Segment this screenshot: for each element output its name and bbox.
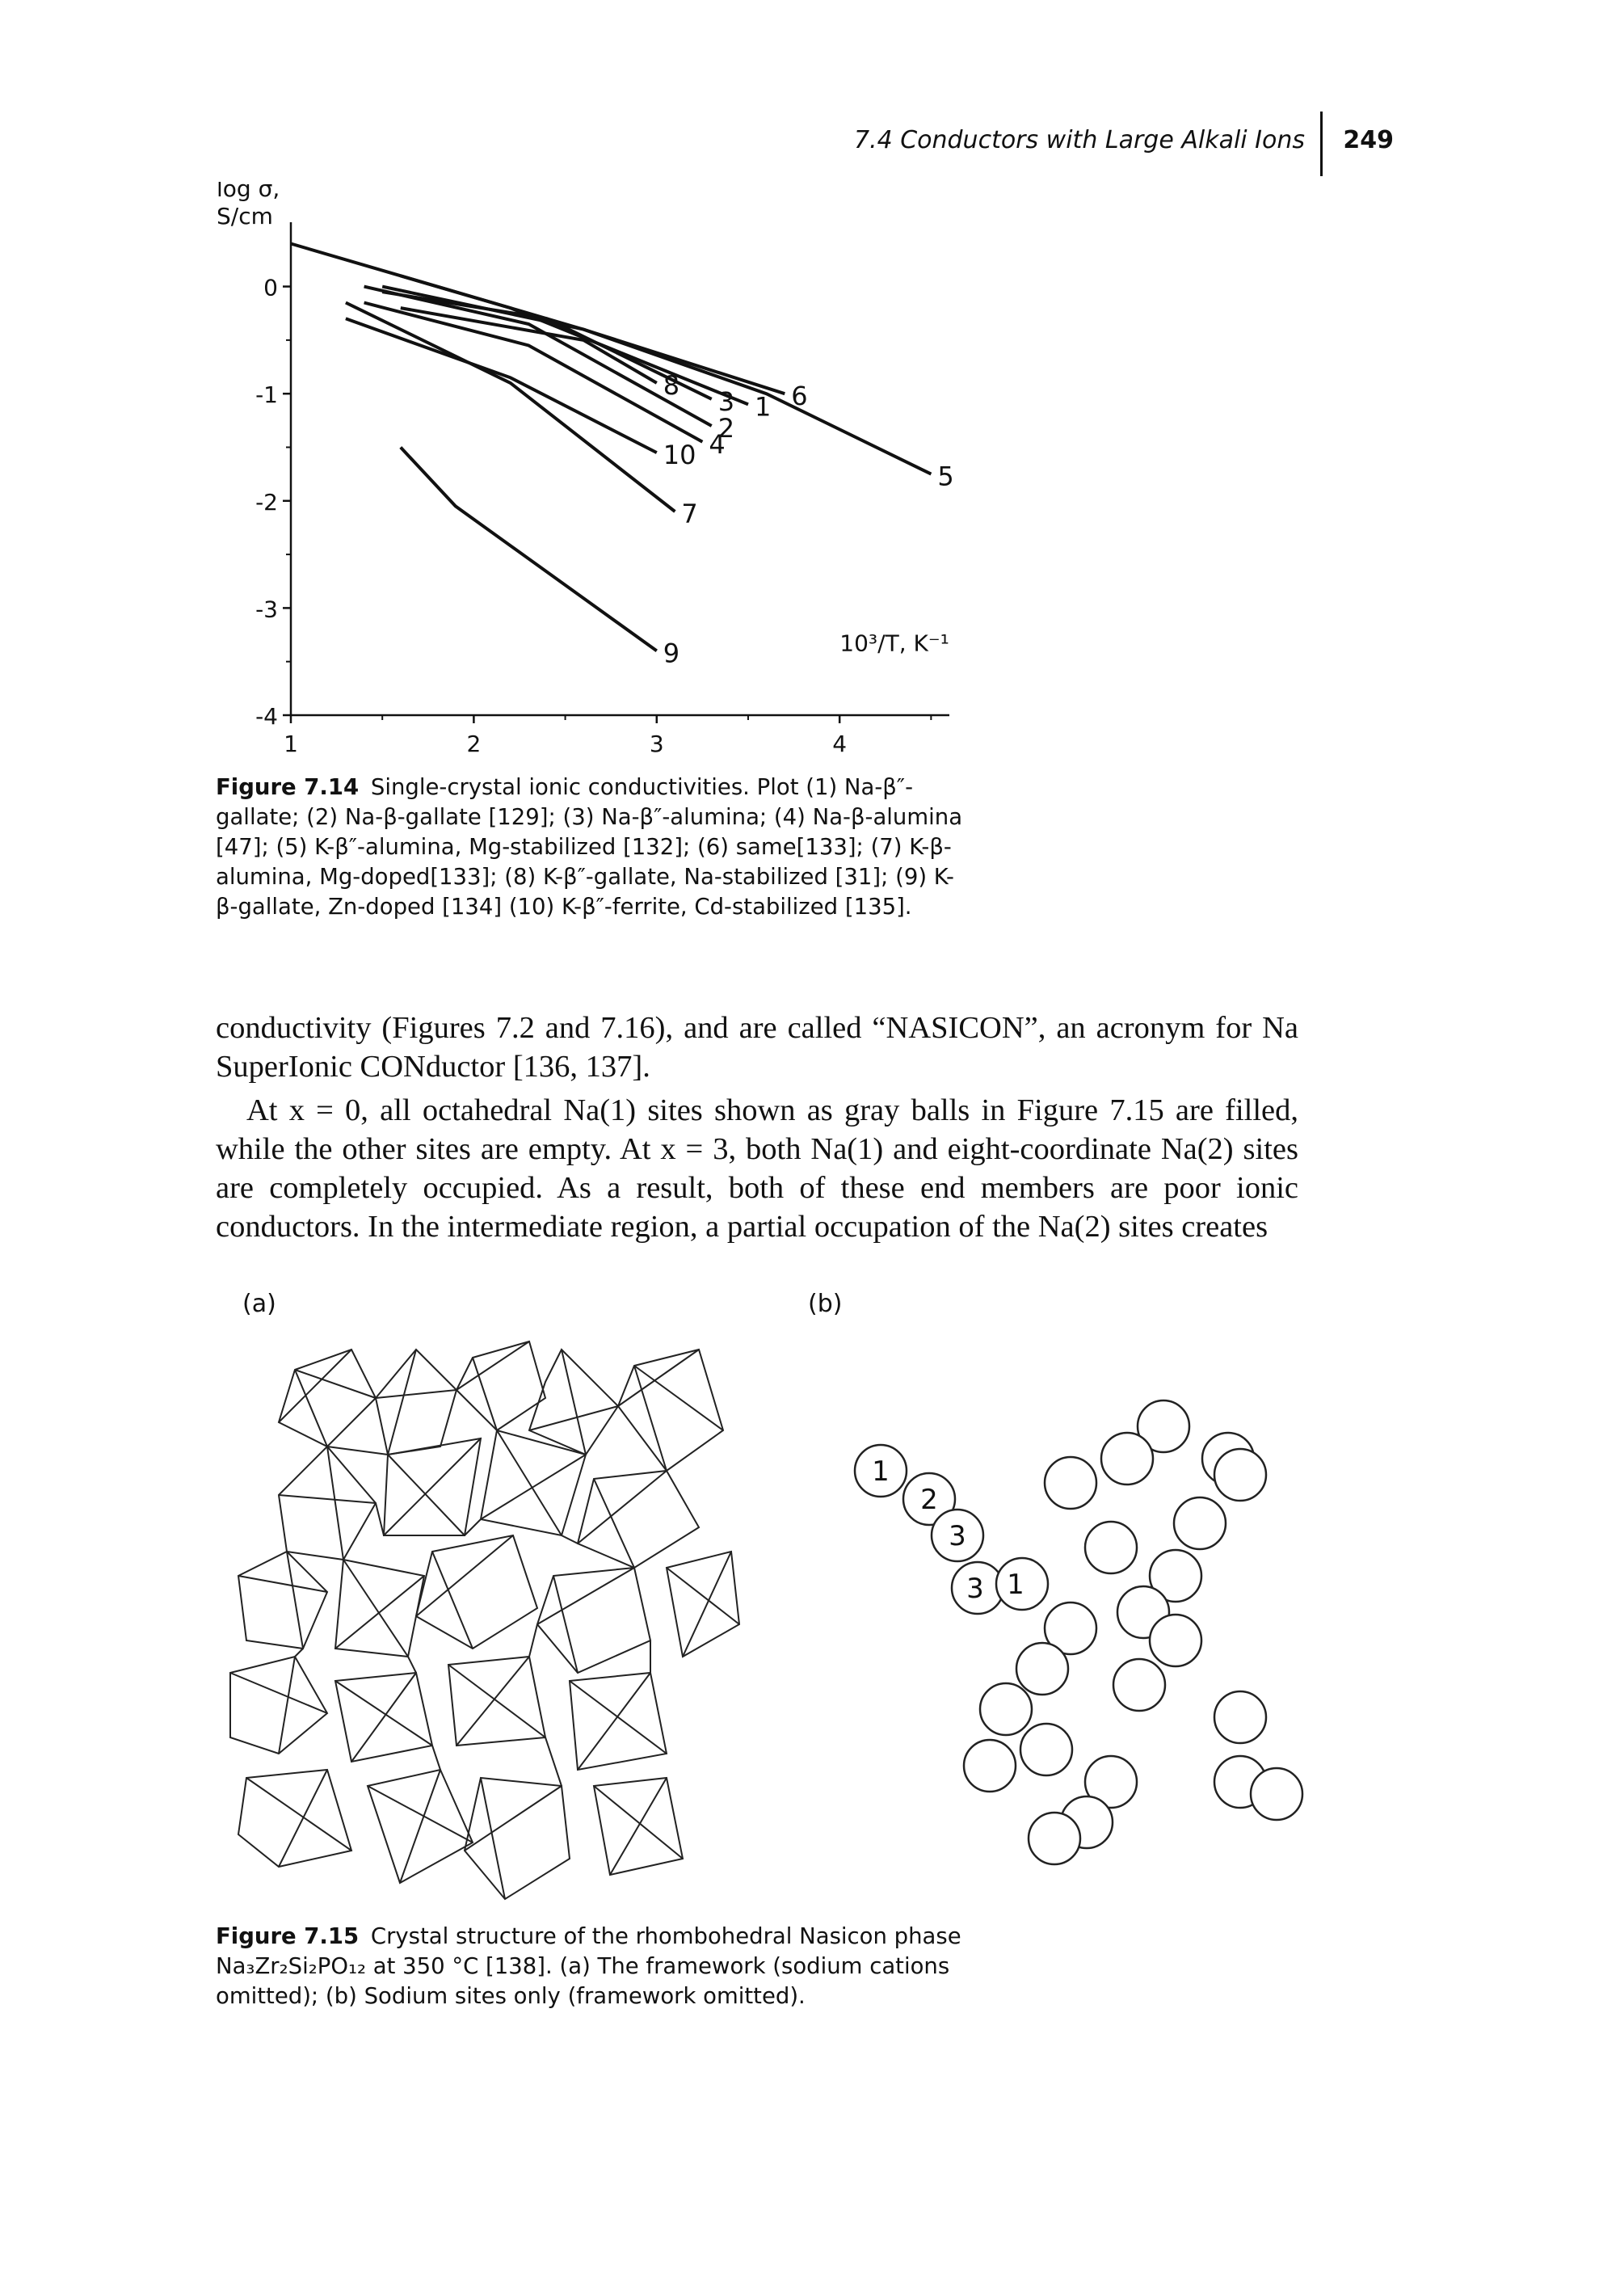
running-header: 7.4 Conductors with Large Alkali Ions 24… bbox=[747, 112, 1394, 176]
x-axis-label: 10³/T, K⁻¹ bbox=[839, 630, 949, 656]
x-tick-label: 4 bbox=[832, 731, 847, 757]
series-label-6: 6 bbox=[791, 381, 807, 411]
series-label-1: 1 bbox=[755, 391, 771, 422]
series-line-8 bbox=[400, 306, 658, 385]
panel-b-label: (b) bbox=[808, 1290, 843, 1318]
series-line-5 bbox=[381, 284, 932, 476]
labelled-site-spheres bbox=[853, 1443, 1050, 1615]
x-tick-label: 1 bbox=[284, 731, 298, 757]
sodium-sites-drawing: 1 2 3 3 1 bbox=[853, 1399, 1304, 1866]
x-tick-label: 3 bbox=[650, 731, 664, 757]
y-axis-label-line1: log σ, bbox=[218, 182, 280, 202]
y-tick-label: -1 bbox=[255, 381, 278, 408]
figure-7-14-caption-text: Single-crystal ionic conductivities. Plo… bbox=[216, 774, 963, 920]
series-label-4: 4 bbox=[709, 429, 725, 460]
series-label-9: 9 bbox=[663, 638, 679, 668]
header-rule bbox=[1320, 112, 1323, 176]
y-tick-label: -3 bbox=[255, 596, 278, 622]
series-label-5: 5 bbox=[937, 461, 953, 492]
body-text: conductivity (Figures 7.2 and 7.16), and… bbox=[216, 1009, 1298, 1246]
series-label-2: 2 bbox=[718, 413, 734, 444]
series-line-7 bbox=[345, 301, 676, 513]
paragraph-2: At x = 0, all octahedral Na(1) sites sho… bbox=[216, 1093, 1298, 1244]
y-tick-label: -2 bbox=[255, 489, 278, 516]
framework-polyhedra bbox=[229, 1340, 741, 1901]
page-number: 249 bbox=[1343, 126, 1394, 154]
series-label-7: 7 bbox=[681, 499, 697, 529]
figure-7-14-caption-label: Figure 7.14 bbox=[216, 774, 360, 800]
polyhedra-framework-drawing bbox=[229, 1340, 741, 1901]
series-line-10 bbox=[345, 317, 658, 454]
paragraph-1: conductivity (Figures 7.2 and 7.16), and… bbox=[216, 1011, 1298, 1084]
series-line-6 bbox=[290, 242, 785, 396]
nasicon-framework-figure bbox=[214, 1333, 812, 1915]
y-axis-label-line2: S/cm bbox=[218, 203, 273, 230]
series-line-9 bbox=[399, 446, 658, 653]
site-sphere-3a bbox=[930, 1508, 985, 1563]
sodium-site-spheres bbox=[962, 1399, 1304, 1866]
site-sphere-1 bbox=[853, 1443, 908, 1498]
site-sphere-1b bbox=[995, 1556, 1050, 1611]
site-label-2: 2 bbox=[920, 1484, 938, 1516]
figure-7-14-caption: Figure 7.14 Single-crystal ionic conduct… bbox=[216, 773, 967, 922]
panel-a-label: (a) bbox=[242, 1290, 276, 1318]
figure-7-15-caption-label: Figure 7.15 bbox=[216, 1923, 360, 1949]
site-label-3a: 3 bbox=[949, 1520, 966, 1552]
y-tick-label: -4 bbox=[255, 703, 278, 730]
site-labels: 1 2 3 3 1 bbox=[872, 1455, 1024, 1605]
sodium-sites-figure: 1 2 3 3 1 bbox=[836, 1398, 1369, 1899]
x-tick-label: 2 bbox=[466, 731, 481, 757]
series-label-8: 8 bbox=[663, 370, 679, 401]
series-label-10: 10 bbox=[663, 440, 696, 470]
site-label-1: 1 bbox=[872, 1455, 890, 1488]
y-tick-label: 0 bbox=[263, 275, 278, 301]
section-title: 7.4 Conductors with Large Alkali Ions bbox=[853, 126, 1305, 154]
site-label-1b: 1 bbox=[1007, 1569, 1024, 1601]
series-label-3: 3 bbox=[718, 386, 734, 417]
series-line-4 bbox=[364, 301, 704, 444]
site-label-3b: 3 bbox=[966, 1573, 984, 1605]
figure-7-15-caption-text: Crystal structure of the rhombohedral Na… bbox=[216, 1923, 961, 2009]
site-sphere-2 bbox=[902, 1472, 957, 1527]
figure-7-15-caption: Figure 7.15 Crystal structure of the rho… bbox=[216, 1922, 975, 2011]
